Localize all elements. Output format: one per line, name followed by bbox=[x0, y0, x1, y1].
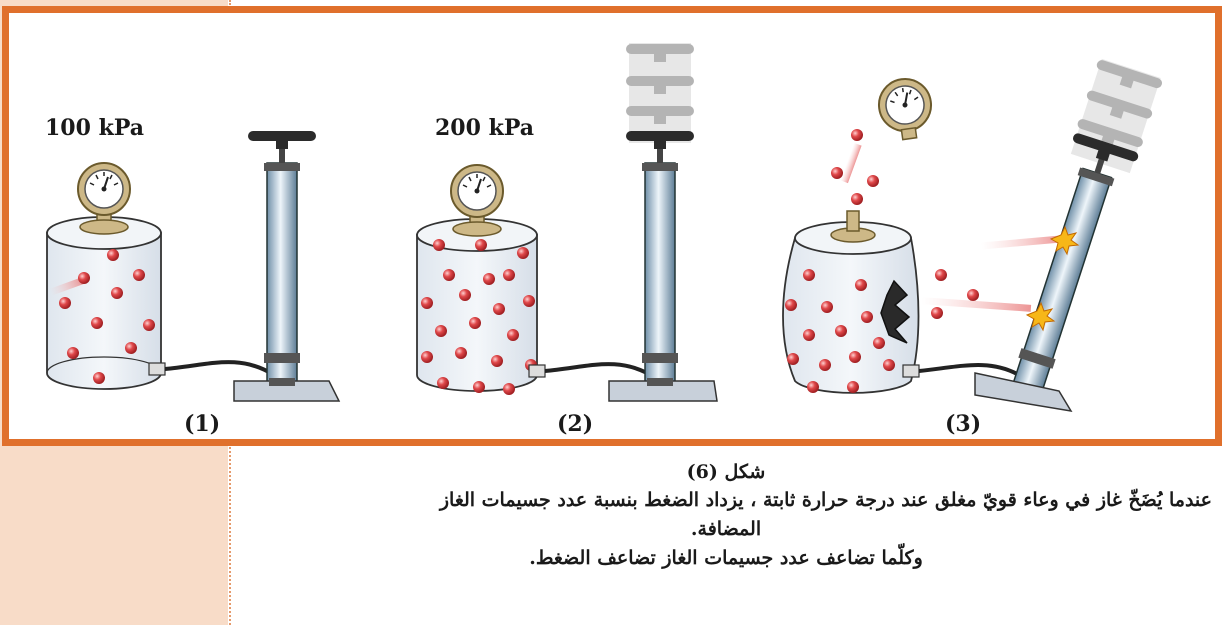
figure-illustration: 100 kPa (1) 200 kPa bbox=[45, 43, 1164, 437]
panel-number: (3) bbox=[945, 411, 981, 437]
impact-star-icon bbox=[1049, 225, 1080, 256]
gas-particles bbox=[49, 249, 155, 384]
caption-line-3: وكلّما تضاعف عدد جسيمات الغاز تضاعف الضغ… bbox=[529, 547, 923, 569]
impact-star-icon bbox=[1025, 301, 1056, 332]
pressure-label: 100 kPa bbox=[45, 115, 144, 141]
panel-2: 200 kPa bbox=[416, 43, 718, 437]
pressure-gauge-icon bbox=[77, 162, 131, 216]
rupture-icon bbox=[880, 279, 911, 344]
panel-3: (3) bbox=[782, 58, 1164, 437]
panel-1: 100 kPa (1) bbox=[45, 115, 341, 437]
pressure-gauge-icon bbox=[450, 164, 504, 218]
caption-line-2: المضافة. bbox=[690, 518, 762, 540]
pressure-label: 200 kPa bbox=[435, 115, 534, 141]
panel-number: (2) bbox=[557, 411, 593, 437]
flying-gauge-icon bbox=[874, 74, 936, 141]
escaping-particles bbox=[831, 129, 1062, 319]
figure-frame: 100 kPa (1) 200 kPa bbox=[2, 6, 1222, 446]
caption-line-1: عندما يُضَخّ غاز في وعاء قويّ مغلق عند د… bbox=[439, 489, 1212, 511]
panel-number: (1) bbox=[184, 411, 220, 437]
figure-caption: شكل (6) عندما يُضَخّ غاز في وعاء قويّ مغ… bbox=[232, 458, 1220, 573]
caption-title: شكل (6) bbox=[686, 461, 766, 483]
